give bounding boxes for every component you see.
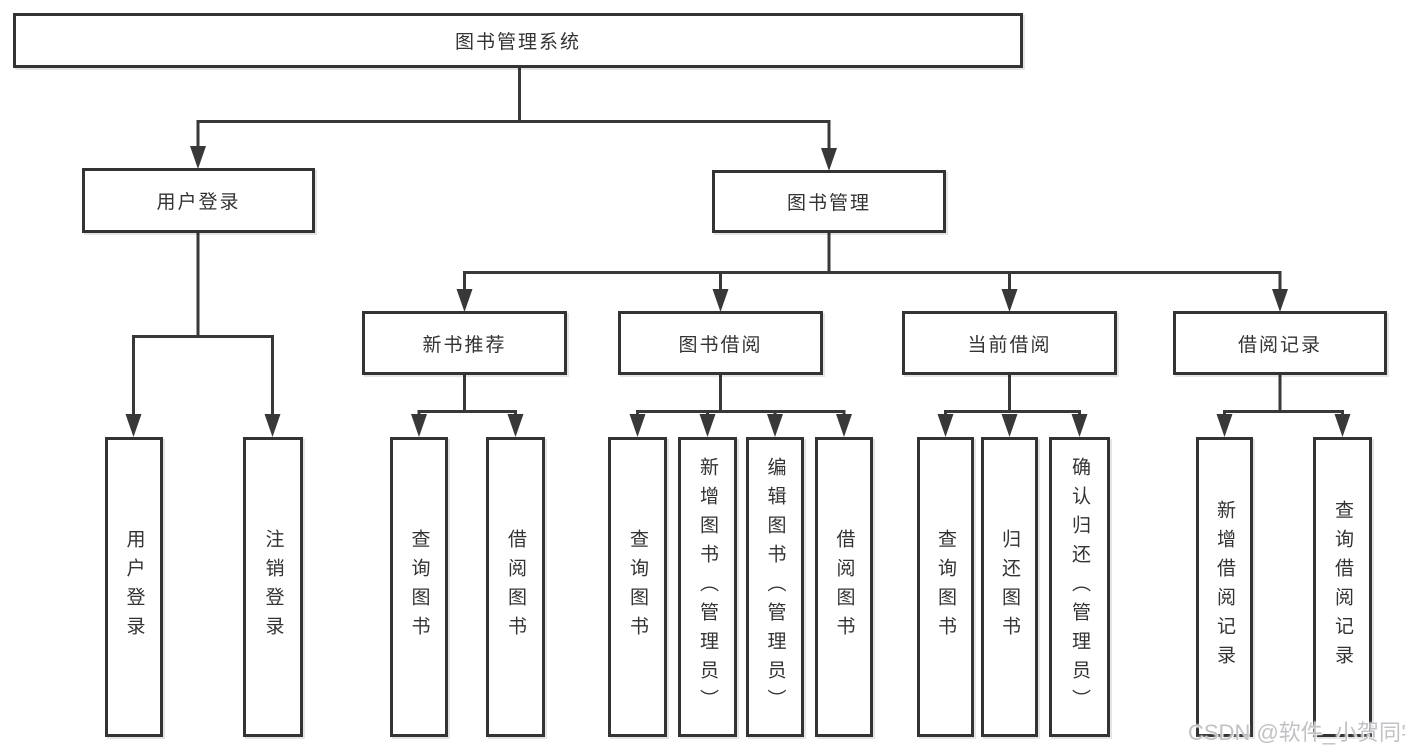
leaf-return-book-label: 归还图书	[999, 529, 1020, 645]
node-user-login-label: 用户登录	[156, 192, 241, 213]
arrowheads-level3	[456, 289, 1288, 312]
arrowheads-leaves	[411, 414, 1351, 437]
connector-book-management-branch	[463, 233, 1282, 291]
leaf-user-login: 用户登录	[105, 437, 163, 737]
node-current-borrow: 当前借阅	[902, 311, 1117, 375]
leaf-add-borrow-record-label: 新增借阅记录	[1214, 500, 1235, 674]
node-user-login: 用户登录	[82, 168, 315, 233]
leaf-query-borrow-record-label: 查询借阅记录	[1332, 500, 1353, 674]
leaf-add-borrow-record: 新增借阅记录	[1196, 437, 1253, 737]
leaf-query-books-recommend-label: 查询图书	[408, 529, 430, 645]
leaf-confirm-return-admin-label: 确认归还（管理员）	[1069, 456, 1090, 718]
leaf-add-book-admin-label: 新增图书（管理员）	[697, 456, 718, 718]
node-new-book-recommend-label: 新书推荐	[422, 334, 507, 356]
leaf-edit-book-admin-label: 编辑图书（管理员）	[764, 456, 786, 718]
leaf-query-books-recommend: 查询图书	[390, 437, 448, 737]
leaf-borrow-books-recommend: 借阅图书	[486, 437, 545, 737]
leaf-add-book-admin: 新增图书（管理员）	[678, 437, 737, 737]
connector-root-to-level2	[196, 68, 831, 151]
leaf-borrow-books-recommend-label: 借阅图书	[505, 529, 526, 645]
leaf-return-book: 归还图书	[981, 437, 1038, 737]
leaf-logout-label: 注销登录	[262, 529, 284, 645]
leaf-user-login-label: 用户登录	[123, 529, 145, 645]
leaf-borrow-books-label: 借阅图书	[833, 529, 855, 645]
node-new-book-recommend: 新书推荐	[362, 311, 567, 375]
leaf-confirm-return-admin: 确认归还（管理员）	[1049, 437, 1110, 737]
node-current-borrow-label: 当前借阅	[967, 334, 1052, 356]
watermark: CSDN @软件_小贺同学	[1188, 720, 1405, 745]
node-book-borrow-label: 图书借阅	[678, 334, 763, 356]
connector-section-branches	[417, 375, 1344, 416]
node-root: 图书管理系统	[13, 13, 1023, 68]
leaf-query-borrow-record: 查询借阅记录	[1313, 437, 1372, 737]
arrowheads-user-login-children	[125, 414, 281, 437]
leaf-query-books-borrow-label: 查询图书	[627, 529, 648, 645]
leaf-borrow-books: 借阅图书	[815, 437, 873, 737]
node-root-label: 图书管理系统	[454, 32, 581, 53]
node-book-management: 图书管理	[712, 170, 946, 233]
node-borrow-records-label: 借阅记录	[1237, 334, 1322, 356]
connector-user-login-branch	[132, 233, 274, 416]
arrowheads-level2	[190, 146, 837, 171]
leaf-query-books-borrow: 查询图书	[608, 437, 667, 737]
leaf-edit-book-admin: 编辑图书（管理员）	[746, 437, 804, 737]
leaf-logout: 注销登录	[243, 437, 303, 737]
leaf-query-books-current-label: 查询图书	[935, 529, 956, 645]
node-borrow-records: 借阅记录	[1173, 311, 1387, 375]
node-book-management-label: 图书管理	[786, 193, 871, 214]
node-book-borrow: 图书借阅	[618, 311, 823, 375]
leaf-query-books-current: 查询图书	[917, 437, 974, 737]
